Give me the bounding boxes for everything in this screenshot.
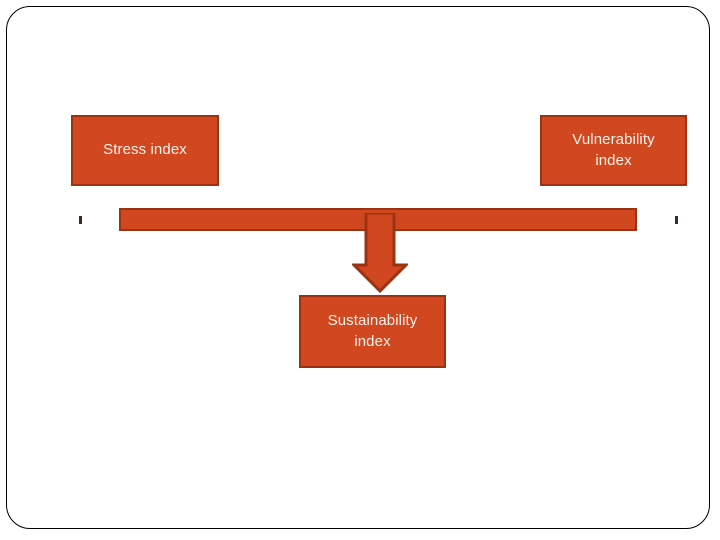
axis-tick-left xyxy=(79,216,82,224)
axis-tick-right xyxy=(675,216,678,224)
node-stress-index[interactable]: Stress index xyxy=(71,115,219,186)
node-sustainability-index[interactable]: Sustainability index xyxy=(299,295,446,368)
down-arrow-icon xyxy=(352,213,408,293)
node-vulnerability-index[interactable]: Vulnerability index xyxy=(540,115,687,186)
